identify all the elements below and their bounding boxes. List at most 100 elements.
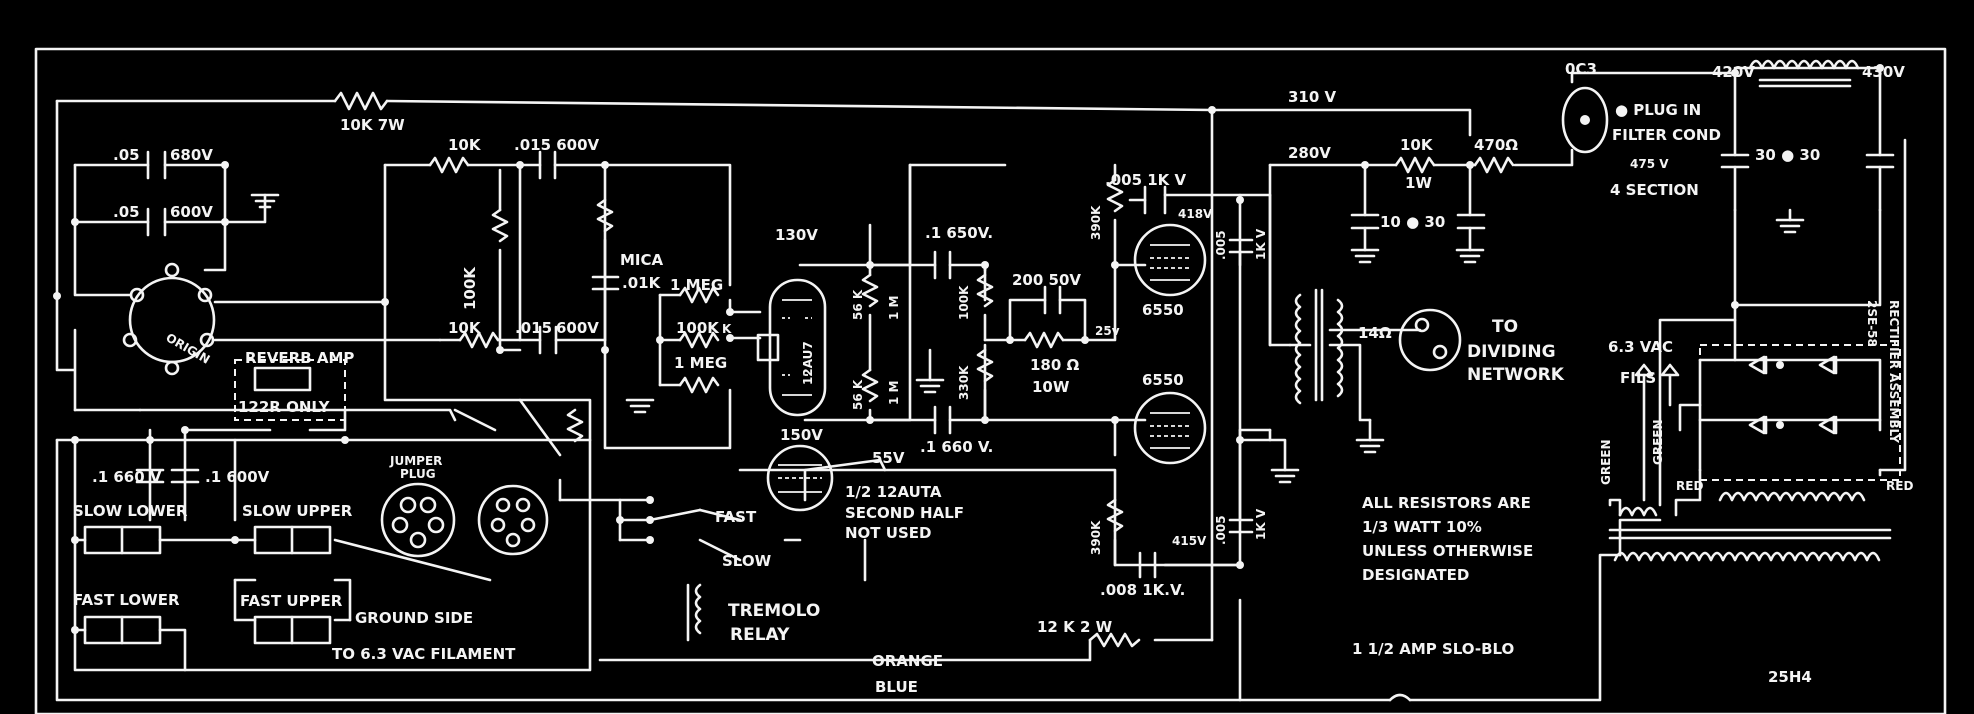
capacitors bbox=[135, 150, 1895, 579]
junction-dots bbox=[53, 64, 1884, 634]
label-tremolo: TREMOLO bbox=[728, 601, 820, 621]
label-green-a: GREEN bbox=[1599, 439, 1613, 485]
label-to: TO bbox=[1492, 317, 1518, 337]
label-slow-lower: SLOW LOWER bbox=[73, 502, 188, 520]
label-filament: TO 6.3 VAC FILAMENT bbox=[332, 645, 516, 663]
label-c-015: .015 600V bbox=[514, 136, 600, 154]
label-c-005b: .005 bbox=[1214, 230, 1228, 260]
fuse bbox=[1388, 693, 1412, 702]
label-plug: PLUG bbox=[400, 467, 436, 481]
label-slow-upper: SLOW UPPER bbox=[242, 502, 353, 520]
label-filter-cond: FILTER COND bbox=[1612, 126, 1721, 144]
label-r-390k-b: 390K bbox=[1089, 520, 1103, 555]
label-slow: SLOW bbox=[722, 552, 772, 570]
label-reverb-only: 122R ONLY bbox=[238, 398, 331, 416]
tremolo-relay bbox=[686, 583, 702, 642]
label-c-10-30: 10 ● 30 bbox=[1380, 213, 1445, 231]
label-475v: 475 V bbox=[1630, 157, 1669, 171]
power-transformer bbox=[1608, 59, 1901, 562]
tubes bbox=[756, 86, 1609, 512]
label-oc3: 0C3 bbox=[1565, 60, 1597, 78]
label-speaker: 14Ω bbox=[1358, 324, 1392, 342]
label-dividing: DIVIDING bbox=[1467, 342, 1556, 362]
label-rectifier-2: 2SE-58 bbox=[1865, 300, 1879, 347]
label-fast-lower: FAST LOWER bbox=[73, 591, 180, 609]
label-red-b: RED bbox=[1886, 479, 1913, 493]
label-r-10k-1w-b: 1W bbox=[1405, 174, 1432, 192]
label-tube-6550-a: 6550 bbox=[1142, 301, 1184, 319]
reverb-transducers bbox=[83, 525, 332, 645]
label-r-10k-a: 10K bbox=[448, 136, 482, 154]
schematic-border bbox=[34, 47, 1947, 714]
label-r-330k: 330K bbox=[957, 365, 971, 400]
label-r-1m-a: 1 M bbox=[887, 296, 901, 320]
label-tube-6550-b: 6550 bbox=[1142, 371, 1184, 389]
label-c-1-600b: .1 600V bbox=[205, 468, 270, 486]
label-green-b: GREEN bbox=[1651, 419, 1665, 465]
label-r-180: 180 Ω bbox=[1030, 356, 1080, 374]
label-note-4: DESIGNATED bbox=[1362, 566, 1469, 584]
label-blue: BLUE bbox=[875, 678, 918, 696]
label-r-10w: 10W bbox=[1032, 378, 1070, 396]
label-relay: RELAY bbox=[730, 625, 790, 645]
label-r-100k-c: 100K bbox=[676, 319, 720, 337]
label-r-390k: 390K bbox=[1089, 205, 1103, 240]
label-r-470: 470Ω bbox=[1474, 136, 1518, 154]
label-xfmr-code: 25H4 bbox=[1768, 668, 1812, 686]
label-half-tube-3: NOT USED bbox=[845, 524, 931, 542]
label-600v-b: 600V bbox=[556, 319, 599, 337]
label-fast: FAST bbox=[715, 508, 757, 526]
label-orange: ORANGE bbox=[872, 652, 943, 670]
label-tube-12au7: 12AU7 bbox=[801, 341, 815, 385]
label-130v: 130V bbox=[775, 226, 818, 244]
label-430v: 430V bbox=[1862, 63, 1905, 81]
label-fast-upper: FAST UPPER bbox=[240, 592, 343, 610]
component-labels: 10K 7W .05 680V .05 600V 10K .015 600V 1… bbox=[73, 60, 1913, 696]
label-reverb-amp: REVERB AMP bbox=[245, 349, 354, 367]
label-c-005c: .005 bbox=[1214, 515, 1228, 545]
label-c-30-30: 30 ● 30 bbox=[1755, 146, 1820, 164]
label-6-3-vac: 6.3 VAC bbox=[1608, 338, 1673, 356]
label-jumper: JUMPER bbox=[389, 454, 442, 468]
label-c-008: .008 1K.V. bbox=[1100, 581, 1185, 599]
label-c-1-660: .1 660 V. bbox=[920, 438, 993, 456]
resistors bbox=[491, 163, 1141, 648]
label-c-05a: .05 bbox=[113, 146, 140, 164]
label-half-tube-1: 1/2 12AUTA bbox=[845, 483, 942, 501]
label-r-1meg-a: 1 MEG bbox=[670, 276, 723, 294]
output-transformer bbox=[1294, 288, 1462, 405]
label-c-1-650: .1 650V. bbox=[925, 224, 993, 242]
label-note-1: ALL RESISTORS ARE bbox=[1362, 494, 1531, 512]
label-4-section: 4 SECTION bbox=[1610, 181, 1699, 199]
ground-symbols bbox=[250, 193, 1805, 484]
label-rectifier-1: RECTIFIER ASSEMBLY bbox=[1887, 300, 1901, 443]
label-r-100k: 100K bbox=[461, 266, 479, 310]
label-310v: 310 V bbox=[1288, 88, 1337, 106]
label-mica-val: .01K bbox=[622, 274, 662, 292]
label-r-12k-2w: 12 K 2 W bbox=[1037, 618, 1113, 636]
label-note-2: 1/3 WATT 10% bbox=[1362, 518, 1482, 536]
label-r-10k-1w-a: 10K bbox=[1400, 136, 1434, 154]
label-415v: 415V bbox=[1172, 534, 1207, 548]
label-r-1meg-b: 1 MEG bbox=[674, 354, 727, 372]
label-r-56k-a: 56 K bbox=[851, 289, 865, 320]
label-418v: 418V bbox=[1178, 207, 1213, 221]
label-r-1m-b: 1 M bbox=[887, 381, 901, 405]
label-ground-side: GROUND SIDE bbox=[355, 609, 473, 627]
label-k: K bbox=[722, 322, 732, 336]
label-c-200-50: 200 50V bbox=[1012, 271, 1081, 289]
label-red-a: RED bbox=[1676, 479, 1703, 493]
label-r-10k-7w: 10K 7W bbox=[340, 116, 405, 134]
input-socket bbox=[122, 262, 216, 376]
label-c-015b: .015 bbox=[515, 319, 552, 337]
label-c-05b: .05 bbox=[113, 203, 140, 221]
label-c-1-660b: .1 660 V bbox=[92, 468, 162, 486]
label-note-3: UNLESS OTHERWISE bbox=[1362, 542, 1533, 560]
label-1kv-b: 1K V bbox=[1254, 508, 1268, 540]
label-r-100k-d: 100K bbox=[957, 285, 971, 320]
label-plug-in: ● PLUG IN bbox=[1615, 101, 1701, 119]
label-fuse: 1 1/2 AMP SLO-BLO bbox=[1352, 640, 1514, 658]
label-r-10k-b: 10K bbox=[448, 319, 482, 337]
label-55v: 55V bbox=[872, 449, 905, 467]
